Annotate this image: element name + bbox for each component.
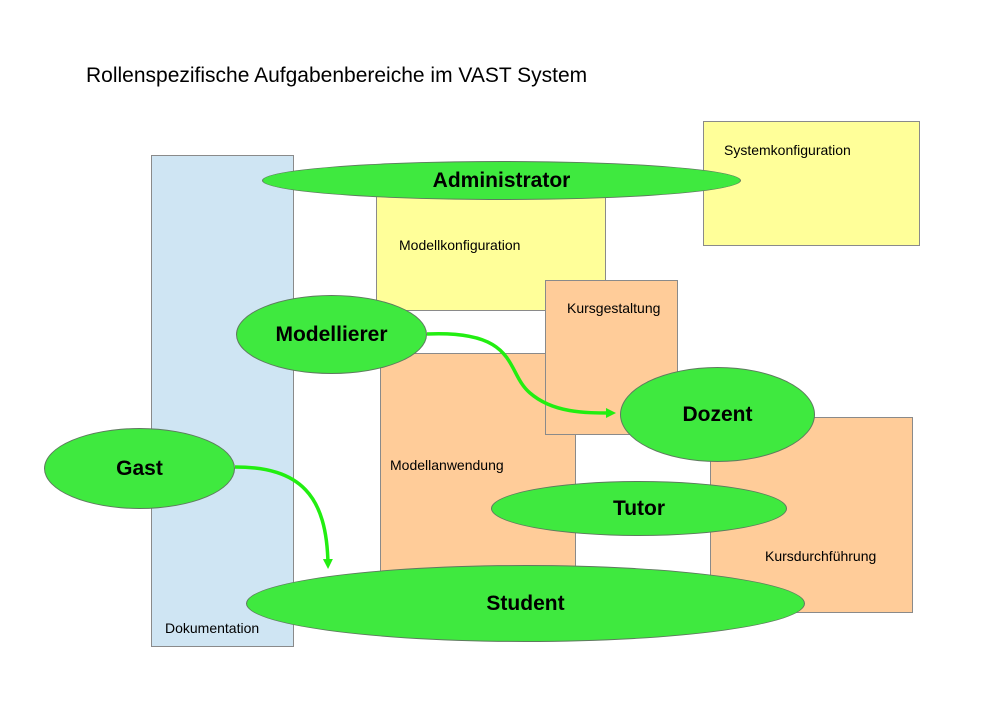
area-dokumentation: Dokumentation — [151, 155, 294, 647]
role-administrator: Administrator — [262, 161, 741, 200]
role-tutor: Tutor — [491, 481, 787, 536]
area-label-modellkonfiguration: Modellkonfiguration — [399, 237, 521, 253]
role-student: Student — [246, 565, 805, 642]
role-label-gast: Gast — [116, 456, 163, 480]
role-label-tutor: Tutor — [612, 496, 666, 520]
role-label-administrator: Administrator — [432, 168, 571, 192]
role-modellierer: Modellierer — [236, 295, 427, 374]
arrow-gast-to-student — [234, 465, 333, 569]
area-label-modellanwendung: Modellanwendung — [390, 457, 504, 473]
area-label-systemkonfiguration: Systemkonfiguration — [724, 142, 851, 158]
area-modellanwendung: Modellanwendung — [380, 353, 576, 575]
area-label-kursdurchfuehrung: Kursdurchführung — [765, 548, 877, 564]
area-label-kursgestaltung: Kursgestaltung — [567, 300, 661, 316]
arrow-modellierer-to-dozent — [426, 332, 616, 418]
role-label-student: Student — [486, 591, 565, 615]
role-label-dozent: Dozent — [682, 402, 753, 426]
role-dozent: Dozent — [620, 367, 815, 462]
area-systemkonfiguration: Systemkonfiguration — [703, 121, 920, 246]
diagram-title: Rollenspezifische Aufgabenbereiche im VA… — [86, 64, 588, 87]
area-label-dokumentation: Dokumentation — [165, 620, 260, 636]
role-gast: Gast — [44, 428, 235, 509]
role-label-modellierer: Modellierer — [275, 322, 388, 346]
